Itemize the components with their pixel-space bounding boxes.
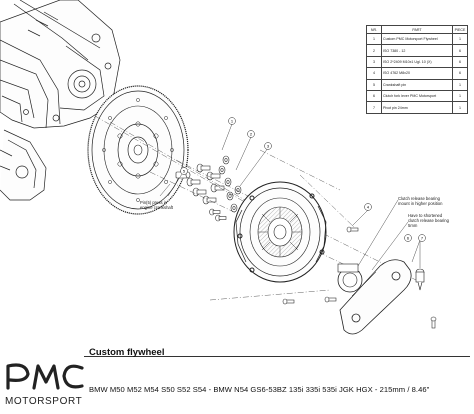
callout-5: 5: [180, 167, 188, 175]
row-nr: 4: [366, 67, 382, 80]
drawing-title: Custom flywheel: [89, 347, 165, 358]
row-part: Clutch fork lever PMC Motorsport: [381, 89, 453, 103]
row-nr: 3: [366, 55, 382, 69]
row-nr: 1: [366, 32, 382, 46]
pivot-pin: [415, 268, 425, 291]
row-nr: 5: [366, 78, 382, 91]
bearing-note-line: Clutch release bearing: [398, 196, 440, 201]
row-part: ISO 2*2409 M10x1 Ugl. 10 (X): [381, 55, 453, 69]
svg-text:5: 5: [183, 169, 186, 174]
drawing-subtitle: BMW M50 M52 M54 S50 S52 S54 - BMW N54 GS…: [89, 385, 430, 394]
table-header-row: NR. PART PIECE: [366, 25, 468, 34]
svg-text:3: 3: [267, 144, 270, 149]
row-part: Custom PMC Motorsport Flywheel: [381, 32, 453, 46]
callout-4: 4: [364, 203, 372, 211]
callout-7: 7: [418, 234, 426, 242]
row-piece: 6: [452, 55, 468, 69]
pin-note: Pin(5) press in engine crankshaft: [140, 200, 173, 210]
engine-block: [0, 0, 121, 201]
row-part: ISO 4762 M8x20: [381, 67, 453, 80]
callout-3: 3: [264, 142, 272, 150]
bearing-note-line: 5mm: [408, 223, 418, 228]
svg-text:1: 1: [231, 119, 234, 124]
title-divider: [84, 356, 470, 357]
clutch-pressure-plate: [233, 181, 327, 283]
svg-text:4: 4: [367, 205, 370, 210]
note-leaders: [159, 183, 409, 271]
header-piece: PIECE: [452, 25, 468, 34]
row-piece: 1: [452, 78, 468, 91]
row-nr: 2: [366, 44, 382, 57]
svg-text:2: 2: [250, 132, 253, 137]
bearing-note-line: Have to shortened: [408, 213, 443, 218]
callout-1: 1: [228, 117, 236, 125]
flywheel-bolts: [186, 155, 242, 222]
pin-note-line: Pin(5) press in: [140, 200, 167, 205]
row-nr: 7: [366, 101, 382, 114]
flywheel: [87, 85, 189, 215]
pmc-logo: [6, 363, 84, 390]
row-piece: 6: [452, 67, 468, 80]
misc-bolts: [282, 226, 437, 329]
callout-6: 6: [404, 234, 412, 242]
row-piece: 1: [452, 32, 468, 46]
row-part: Crankshaft pin: [381, 78, 453, 91]
row-piece: 1: [452, 101, 468, 114]
row-piece: 6: [452, 44, 468, 57]
bearing-note-line: mount in higher position: [398, 201, 443, 206]
bearing-note-1: Clutch release bearing mount in higher p…: [398, 196, 442, 206]
callout-2: 2: [247, 130, 255, 138]
header-nr: NR.: [366, 25, 382, 34]
callout-leaders: [167, 123, 421, 268]
small-bolt-group: [209, 208, 227, 222]
svg-text:6: 6: [407, 236, 410, 241]
bearing-note-line: clutch release bearing: [408, 218, 449, 223]
release-bearing: [337, 263, 363, 293]
clutch-fork-lever: [339, 259, 412, 335]
row-part: Pivot pin 24mm: [381, 101, 453, 114]
washer-row: [218, 155, 242, 213]
bolt-row: [186, 163, 225, 205]
row-nr: 6: [366, 89, 382, 103]
bearing-note-2: Have to shortened clutch release bearing…: [408, 213, 449, 228]
row-part: ISO 7380 - 12: [381, 44, 453, 57]
row-piece: 1: [452, 89, 468, 103]
brand-name: MOTORSPORT: [5, 396, 83, 407]
pin-note-line: engine crankshaft: [140, 205, 174, 210]
svg-text:7: 7: [421, 236, 424, 241]
assembly-axes: [94, 115, 421, 301]
header-part: PART: [381, 25, 453, 34]
